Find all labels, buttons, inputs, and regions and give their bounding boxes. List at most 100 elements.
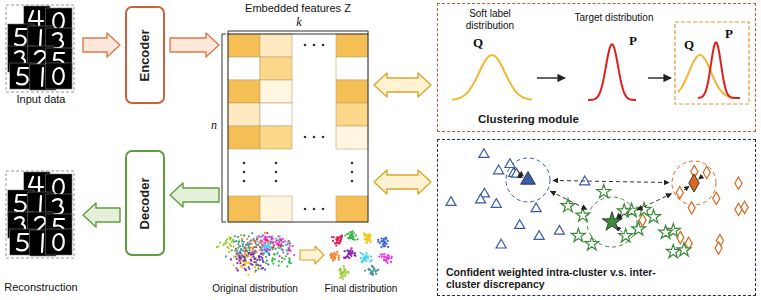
matrix-cell — [336, 126, 368, 149]
embedding-point — [280, 243, 282, 245]
embedding-point — [286, 249, 288, 251]
embedding-point — [273, 253, 275, 255]
matrix-cell — [260, 57, 292, 80]
embedding-point — [340, 270, 342, 272]
embedding-point — [366, 238, 368, 240]
embedding-point — [264, 242, 266, 244]
embedding-point — [253, 258, 255, 260]
embedding-point — [285, 255, 287, 257]
embedding-point — [237, 269, 239, 271]
embedding-point — [237, 247, 239, 249]
embedding-point — [251, 264, 253, 266]
embedding-point — [292, 245, 294, 247]
distribution-symbol: Q — [471, 36, 485, 51]
ellipsis-dot — [275, 171, 278, 174]
embedding-point — [233, 264, 235, 266]
embedding-point — [387, 246, 389, 248]
target-curve — [698, 42, 740, 98]
matrix-cell — [228, 57, 260, 80]
embedding-point — [263, 238, 265, 240]
dimension-label: n — [208, 119, 220, 133]
embedding-point — [343, 267, 345, 269]
embedding-point — [257, 268, 259, 270]
embedding-point — [251, 232, 253, 234]
cluster-star — [585, 237, 599, 250]
cluster-triangle — [580, 176, 590, 185]
embedding-point — [268, 245, 270, 247]
embedding-point — [253, 246, 255, 248]
cluster-triangle — [505, 159, 515, 168]
module-title: Clustering module — [476, 113, 581, 126]
embedding-point — [331, 236, 333, 238]
embedding-point — [347, 272, 349, 274]
matrix-cell — [336, 80, 368, 103]
embedding-point — [352, 238, 354, 240]
embedding-point — [330, 255, 332, 257]
embedding-point — [222, 244, 224, 246]
embedding-point — [237, 253, 239, 255]
embedding-point — [254, 266, 256, 268]
matrix-cell — [336, 103, 368, 126]
embedding-point — [272, 258, 274, 260]
embedding-point — [368, 269, 370, 271]
embedding-point — [343, 250, 345, 252]
embedding-point — [388, 255, 390, 257]
target-curve — [588, 44, 636, 100]
inter-cluster-arrow — [550, 191, 587, 209]
embedding-point — [252, 248, 254, 250]
embedding-point — [383, 258, 385, 260]
embedding-point — [271, 235, 273, 237]
embedding-point — [380, 253, 382, 255]
cluster-triangle — [496, 239, 506, 248]
embedding-point — [281, 257, 283, 259]
embedding-point — [367, 239, 369, 241]
input-digits — [6, 5, 74, 92]
intra-cluster-arrow — [616, 214, 620, 218]
embedding-point — [228, 251, 230, 253]
embedding-point — [266, 248, 268, 250]
embedding-point — [287, 253, 289, 255]
embedding-point — [233, 240, 235, 242]
embedding-point — [381, 240, 383, 242]
ellipsis-dot — [313, 208, 316, 211]
embedding-point — [282, 238, 284, 240]
embedding-point — [364, 238, 366, 240]
embedding-point — [366, 238, 368, 240]
embedding-point — [386, 257, 388, 259]
embedding-point — [338, 242, 340, 244]
embedding-point — [252, 251, 254, 253]
embedding-point — [252, 255, 254, 257]
encoder-box: Encoder — [125, 6, 165, 104]
embedding-point — [250, 259, 252, 261]
cluster-triangle — [479, 149, 489, 158]
embedding-point — [260, 248, 262, 250]
embedding-point — [252, 238, 254, 240]
embedding-point — [335, 245, 337, 247]
embedding-point — [239, 266, 241, 268]
cluster-star — [597, 184, 611, 197]
embedding-point — [365, 260, 367, 262]
embedding-point — [365, 255, 367, 257]
embedding-point — [366, 242, 368, 244]
embedding-point — [248, 244, 250, 246]
embedding-point — [289, 250, 291, 252]
embedding-point — [238, 259, 240, 261]
ellipsis-dot — [304, 208, 307, 211]
embedding-point — [262, 254, 264, 256]
embedding-point — [233, 245, 235, 247]
embedding-point — [236, 258, 238, 260]
embedding-point — [260, 253, 262, 255]
embedding-point — [234, 235, 236, 237]
embedding-point — [332, 257, 334, 259]
embedding-point — [278, 264, 280, 266]
matrix-cell — [228, 80, 260, 103]
embedding-point — [279, 238, 281, 240]
embedding-point — [230, 237, 232, 239]
discrepancy-box: Confident weighted intra-cluster v.s. in… — [437, 139, 756, 296]
block-label: Decoder — [138, 177, 153, 229]
intra-cluster-arrow — [699, 176, 703, 180]
embedding-point — [333, 256, 335, 258]
embedding-point — [351, 236, 353, 238]
embedding-point — [351, 252, 353, 254]
